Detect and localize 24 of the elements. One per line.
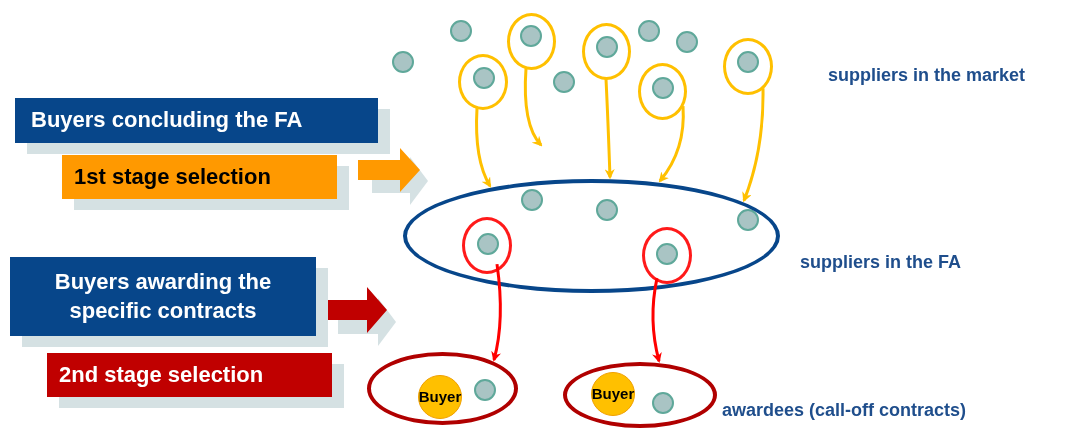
arrow [491,263,502,362]
label-box: 1st stage selection [62,155,337,199]
arrow [658,106,685,183]
group-ellipse [367,352,518,425]
supplier-ring [462,217,512,274]
arrow [742,88,765,203]
label-box: 2nd stage selection [47,353,332,397]
group-label: suppliers in the FA [800,251,962,274]
supplier-ring [638,63,687,120]
supplier-ring [507,13,556,70]
group-label: awardees (call-off contracts) [722,399,967,422]
supplier-ring [642,227,692,284]
group-label: suppliers in the market [828,64,1026,87]
arrow [604,78,615,180]
label-box: Buyers awarding the specific contracts [10,257,316,336]
label-box: Buyers concluding the FA [15,98,378,143]
group-ellipse [403,179,780,293]
arrow [651,277,662,363]
supplier-ring [458,54,508,110]
supplier-ring [723,38,773,95]
group-ellipse [563,362,717,428]
supplier-ring [582,23,631,80]
arrow [475,108,492,188]
arrow [523,68,543,147]
